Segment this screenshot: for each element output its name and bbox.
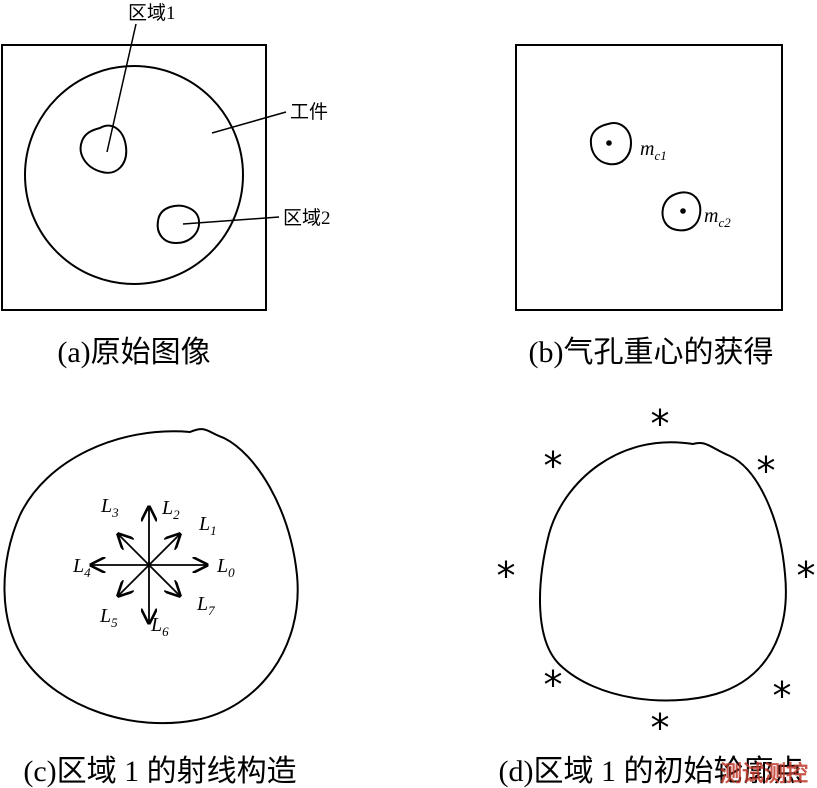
ray-label: L2 bbox=[161, 497, 180, 522]
region-1-blob bbox=[79, 124, 128, 174]
region-1-contour bbox=[589, 122, 633, 166]
ray-label: L3 bbox=[100, 495, 119, 520]
contour-point-marker: * bbox=[757, 449, 776, 493]
workpiece-circle bbox=[24, 65, 244, 285]
label-region2: 区域2 bbox=[283, 207, 331, 229]
label-centroid2: mc2 bbox=[704, 205, 731, 230]
contour-point-marker: * bbox=[651, 706, 670, 750]
caption-b: (b)气孔重心的获得 bbox=[529, 336, 774, 369]
label-workpiece: 工件 bbox=[290, 101, 328, 123]
image-frame-a bbox=[1, 44, 267, 311]
contour-point-marker: * bbox=[544, 444, 563, 488]
image-frame-b bbox=[515, 44, 783, 311]
contour-point-marker: * bbox=[651, 402, 670, 446]
ray-arrow bbox=[148, 534, 180, 566]
ray-arrow bbox=[118, 534, 150, 566]
ray-label: L4 bbox=[72, 555, 91, 580]
contour-point-marker: * bbox=[773, 674, 792, 718]
label-region1: 区域1 bbox=[128, 2, 176, 24]
centroid-dot-2 bbox=[680, 208, 686, 214]
caption-c: (c)区域 1 的射线构造 bbox=[23, 755, 296, 788]
ray-arrow bbox=[118, 564, 150, 596]
leader-region2 bbox=[182, 216, 280, 225]
leader-workpiece bbox=[211, 111, 287, 134]
region-1-contour-d bbox=[539, 441, 787, 702]
contour-point-marker: * bbox=[544, 663, 563, 707]
centroid-dot-1 bbox=[606, 140, 612, 146]
panel-b: mc1 mc2 (b)气孔重心的获得 bbox=[515, 44, 783, 369]
contour-point-marker: * bbox=[497, 554, 516, 598]
watermark-logo: 测试测控 bbox=[720, 761, 808, 787]
ray-label: L7 bbox=[196, 593, 215, 618]
caption-a: (a)原始图像 bbox=[57, 336, 210, 369]
region-1-outline bbox=[3, 428, 299, 725]
ray-arrow bbox=[148, 564, 180, 596]
ray-label: L1 bbox=[198, 513, 217, 538]
leader-region1 bbox=[106, 23, 137, 153]
caption-d: (d)区域 1 的初始轮廓点 bbox=[499, 755, 804, 788]
ray-label: L6 bbox=[150, 614, 169, 639]
ray-label: L0 bbox=[216, 555, 235, 580]
contour-point-marker: * bbox=[797, 554, 816, 598]
ray-label: L5 bbox=[99, 605, 118, 630]
panel-a: 区域1 工件 区域2 (a)原始图像 bbox=[1, 2, 331, 369]
panel-d: * * * * * * * * (d)区域 1 的初始轮廓点 bbox=[497, 402, 816, 788]
label-centroid1: mc1 bbox=[640, 138, 667, 163]
region-2-contour bbox=[661, 191, 702, 232]
region-2-blob bbox=[156, 204, 201, 245]
initial-contour-points: * * * * * * * * bbox=[497, 402, 816, 750]
